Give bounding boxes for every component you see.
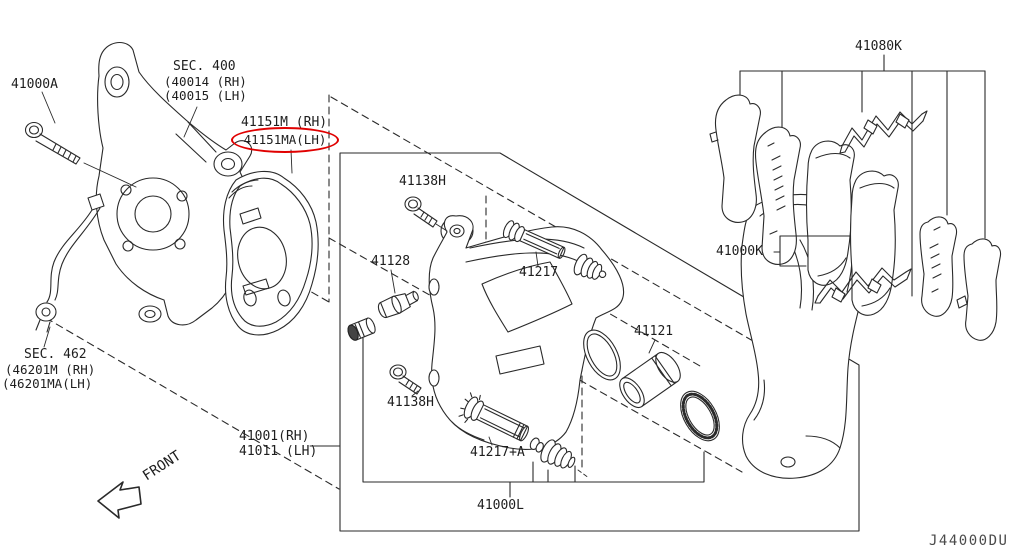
knuckle-bolt-label: 41000A — [11, 77, 58, 92]
pin-boot-upper-drawing — [573, 253, 607, 280]
leader-lines — [41, 91, 656, 479]
shim-outer-left-drawing — [709, 94, 761, 223]
pin-boot-kit-label: 41000L — [477, 498, 524, 513]
pad-inner-drawing — [849, 170, 899, 316]
pad-outer-drawing — [805, 140, 855, 286]
piston-seal-drawing — [583, 329, 621, 381]
repair-kit-bracket — [362, 337, 705, 498]
pad-kit-label: 41080K — [855, 39, 902, 54]
pad-set-bracket — [773, 235, 851, 267]
pin-bolt-upper-label: 41138H — [399, 174, 446, 189]
slide-pin-upper-label: 41217 — [519, 265, 559, 280]
bleeder-valve-drawing — [377, 290, 419, 319]
shim-outer-right-drawing — [956, 238, 1002, 341]
knuckle-bolt-drawing — [24, 121, 137, 188]
slide-pin-upper-drawing — [502, 220, 566, 259]
brake-hose-drawing — [35, 193, 105, 333]
pin-bolt-upper-drawing — [404, 196, 438, 228]
bleeder-cap-drawing — [347, 317, 376, 341]
splash-shield-drawing — [222, 170, 319, 336]
slide-pin-lower-label: 41217+A — [470, 445, 525, 460]
splash-shield-lh-label: 41151MA(LH) — [243, 132, 327, 147]
pad-set-label: 41000K — [716, 244, 763, 259]
sec462-title: SEC. 462 — [24, 347, 87, 362]
retainer-clip-bottom-drawing — [814, 267, 912, 304]
piston-drawing — [619, 351, 681, 409]
shim-inner-left-drawing — [754, 126, 801, 265]
pin-boot-lower-drawing — [540, 439, 576, 469]
sec462-rh: (46201M (RH) — [5, 362, 96, 377]
splash-shield-rh-label: 41151M (RH) — [241, 115, 328, 130]
caliper-assembly-lh-label: 41011 (LH) — [239, 444, 318, 459]
assembly-box — [339, 152, 860, 532]
sec462-lh: (46201MA(LH) — [2, 376, 93, 391]
bleeder-valve-label: 41128 — [371, 254, 411, 269]
slide-pin-lower-drawing — [458, 392, 530, 442]
steering-knuckle-drawing — [95, 41, 253, 326]
shim-inner-right-drawing — [919, 216, 958, 317]
sec400-title: SEC. 400 — [173, 59, 236, 74]
retainer-clip-top-drawing — [839, 110, 928, 154]
piston-label: 41121 — [634, 324, 674, 339]
sec400-rh: (40014 (RH) — [164, 74, 247, 89]
pin-bolt-lower-drawing — [389, 364, 422, 395]
front-arrow-drawing — [97, 481, 142, 519]
dust-seal-drawing — [680, 390, 720, 442]
pad-kit-bracket — [739, 54, 986, 297]
highlight-oval: 41151MA(LH) — [231, 127, 339, 153]
pin-boot-small-drawing — [529, 437, 544, 453]
pin-bolt-lower-label: 41138H — [387, 395, 434, 410]
caliper-assembly-rh-label: 41001(RH) — [239, 429, 310, 444]
drawing-code: J44000DU — [929, 533, 1009, 549]
sec400-lh: (40015 (LH) — [164, 88, 247, 103]
